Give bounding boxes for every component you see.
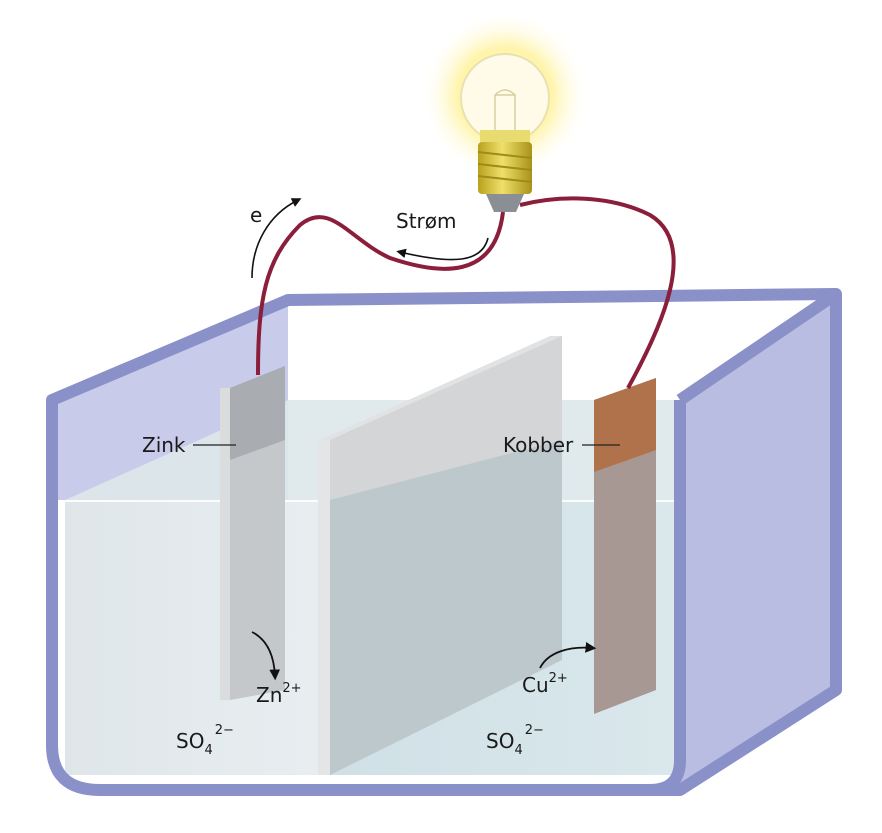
sulfate-left-label: SO42− [176,723,234,758]
sulfate-left-base: SO [176,729,204,753]
sulfate-right-base: SO [486,729,514,753]
current-flow-arrow [396,237,489,261]
copper-plate-top [594,378,656,472]
cu-ion-label: Cu2+ [522,671,568,697]
cu-ion-charge: 2+ [549,671,568,686]
zinc-label: Zink [142,433,186,457]
bulb-contact [486,194,524,212]
zinc-plate-top [230,366,285,460]
electron-label: e [250,203,262,227]
sulfate-left-index: 4 [204,743,212,758]
electron-flow-arrow [251,198,302,279]
tank-top-rim [676,289,840,405]
sulfate-left-charge: 2− [215,723,234,738]
bulb-neck [480,130,530,142]
partition-top [320,336,562,440]
zn-ion-label: Zn2+ [256,681,302,707]
cu-ion-base: Cu [522,673,549,697]
sulfate-right-label: SO42− [486,723,544,758]
sulfate-right-charge: 2− [525,723,544,738]
partition-upper [330,336,562,500]
porous-partition [318,336,562,775]
copper-label: Kobber [503,433,574,457]
sulfate-right-index: 4 [514,743,522,758]
zn-ion-arrow [251,631,281,681]
zinc-electrode [220,366,285,700]
current-label: Strøm [396,209,456,233]
tank-front-rim [649,400,686,796]
zinc-plate-edge [220,388,230,700]
copper-electrode [594,378,656,714]
bulb-glass [460,53,550,143]
tank-frame [46,288,842,796]
zn-ion-charge: 2+ [282,681,301,696]
partition-edge [318,440,330,775]
tank-right-wall [680,294,836,790]
bulb-threads [477,151,533,183]
wire-right [519,196,676,389]
zn-ion-base: Zn [256,683,282,707]
wire-left [256,211,505,376]
bulb-filament [494,89,516,130]
cu-ion-arrow [539,642,597,669]
light-bulb [420,10,590,212]
